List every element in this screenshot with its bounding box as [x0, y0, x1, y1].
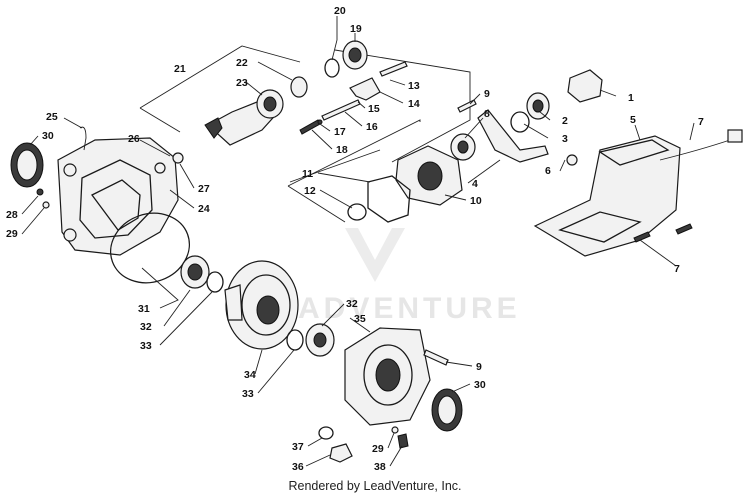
shift-fork — [349, 77, 381, 101]
watermark-logo: ADVENTURE — [298, 228, 521, 325]
bracket-lower — [287, 119, 421, 223]
callout-17: 17 — [334, 126, 346, 138]
callout-21: 21 — [174, 63, 186, 75]
bolt-9-top — [457, 99, 477, 113]
callout-23: 23 — [236, 77, 248, 89]
callout-24: 24 — [198, 203, 210, 215]
input-coupler-1 — [567, 69, 603, 103]
callout-38: 38 — [374, 461, 386, 473]
cover-35 — [344, 327, 431, 426]
callout-32-left: 32 — [140, 321, 152, 333]
plug-38 — [397, 433, 409, 449]
shim-33-left — [206, 271, 224, 293]
bolt-7-right — [675, 223, 693, 235]
callout-10: 10 — [470, 195, 482, 207]
callout-7-bottom: 7 — [674, 263, 680, 275]
callout-27: 27 — [198, 183, 210, 195]
o-ring-31 — [110, 212, 190, 284]
callout-11: 11 — [302, 168, 313, 180]
callout-33-right: 33 — [242, 388, 254, 400]
callout-15: 15 — [368, 103, 380, 115]
callout-12: 12 — [304, 185, 316, 197]
ring-gear-34 — [224, 260, 299, 350]
pin-17 — [317, 119, 323, 125]
callout-34: 34 — [244, 369, 256, 381]
bolt-28 — [36, 188, 44, 196]
callout-35: 35 — [354, 313, 366, 325]
drain-plug-36 — [329, 443, 353, 463]
callout-37: 37 — [292, 441, 304, 453]
callout-31: 31 — [138, 303, 150, 315]
o-ring-12 — [347, 203, 367, 221]
pinion-gear-assembly — [172, 76, 308, 164]
gasket-11 — [367, 175, 411, 223]
callout-26: 26 — [128, 133, 140, 145]
callout-9-bottom: 9 — [476, 361, 482, 373]
render-credit: Rendered by LeadVenture, Inc. — [288, 479, 462, 493]
rear-housing — [57, 137, 179, 256]
washer-29-right — [391, 426, 399, 434]
clip-3 — [510, 111, 530, 133]
callout-2: 2 — [562, 115, 568, 127]
callout-20: 20 — [334, 5, 346, 17]
callout-3: 3 — [562, 133, 568, 145]
callout-19: 19 — [350, 23, 362, 35]
shift-rod-16 — [321, 99, 361, 121]
callout-25: 25 — [46, 111, 58, 123]
callout-30-left: 30 — [42, 130, 54, 142]
leader-lines — [21, 16, 695, 467]
callout-6: 6 — [545, 165, 551, 177]
callout-29-right: 29 — [372, 443, 384, 455]
callout-7-top: 7 — [698, 116, 704, 128]
shift-actuator-5 — [533, 135, 681, 257]
o-ring-37 — [318, 426, 334, 440]
callout-18: 18 — [336, 144, 348, 156]
callout-14: 14 — [408, 98, 420, 110]
watermark-text: ADVENTURE — [298, 292, 521, 325]
bolt-7-lower — [633, 231, 651, 243]
washer-29 — [42, 201, 50, 209]
bolt-9-lower — [423, 349, 449, 366]
seal-30-left — [10, 142, 44, 188]
bracket-top-right — [289, 49, 471, 183]
bracket-21 — [139, 45, 301, 133]
spring-18 — [299, 119, 321, 135]
callout-9-top: 9 — [484, 88, 490, 100]
shim-33-right — [286, 329, 304, 351]
callout-32-right: 32 — [346, 298, 358, 310]
callout-33-left: 33 — [140, 340, 152, 352]
callout-16: 16 — [366, 121, 378, 133]
callout-numbers: 20 19 21 22 23 13 14 15 16 17 18 1 2 3 9… — [6, 5, 704, 473]
callout-8: 8 — [484, 108, 490, 120]
callout-1: 1 — [628, 92, 634, 104]
wiring-harness — [659, 139, 731, 161]
callout-30-right: 30 — [474, 379, 486, 391]
mount-bracket-4 — [477, 109, 549, 163]
pin-13 — [379, 61, 408, 77]
electrical-connector — [727, 129, 743, 143]
clip-20 — [324, 58, 340, 78]
callout-36: 36 — [292, 461, 304, 473]
callout-28: 28 — [6, 209, 18, 221]
callout-22: 22 — [236, 57, 248, 69]
callout-4: 4 — [472, 178, 478, 190]
callout-13: 13 — [408, 80, 420, 92]
callout-29-left: 29 — [6, 228, 18, 240]
callout-5: 5 — [630, 114, 636, 126]
